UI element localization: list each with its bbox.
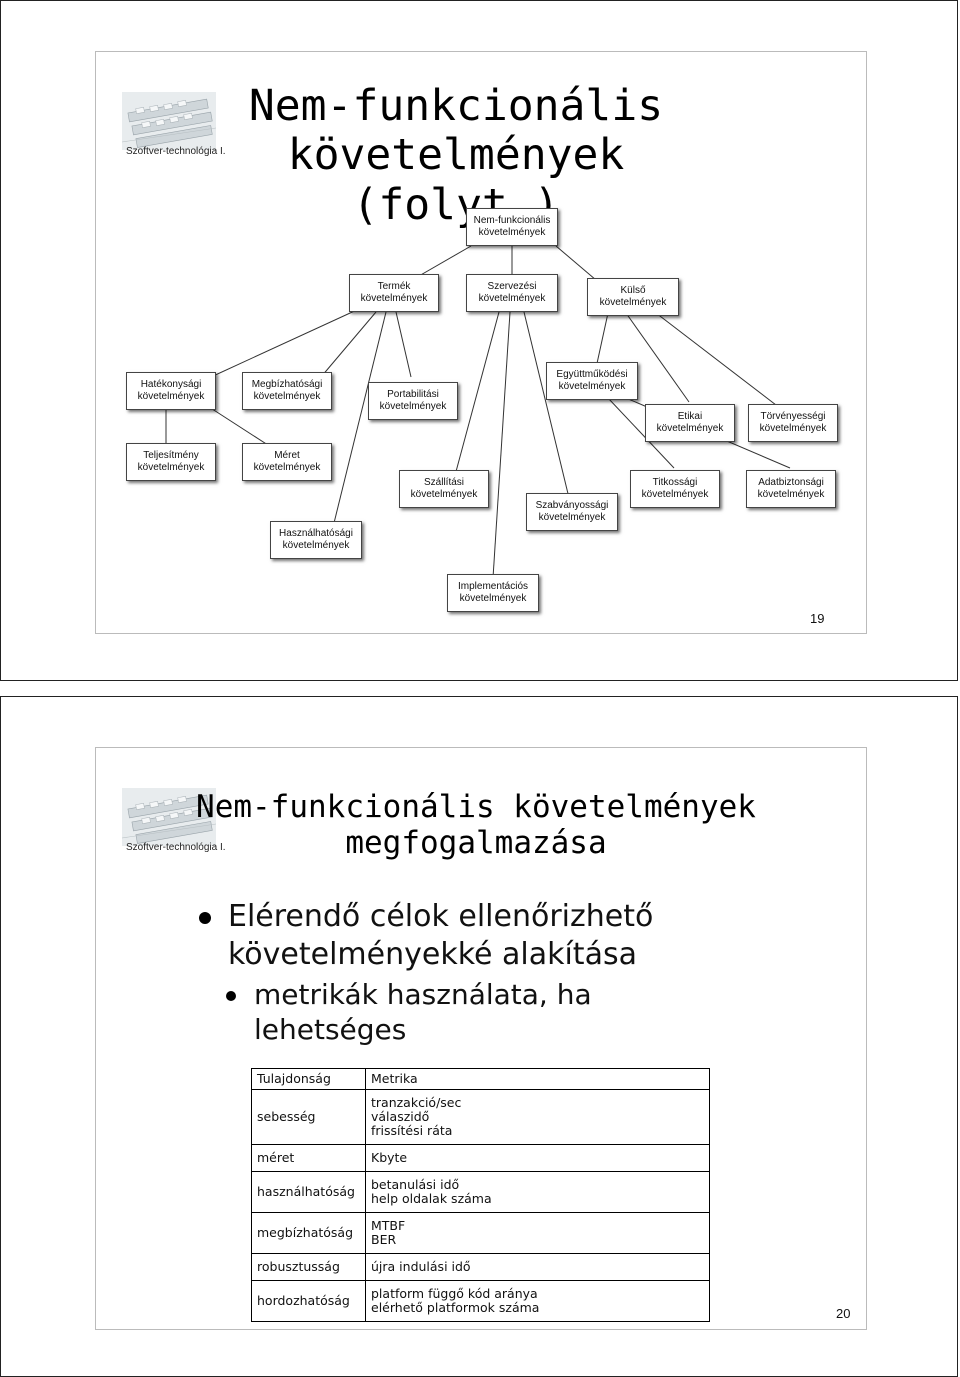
metric-line: help oldalak száma xyxy=(371,1192,704,1206)
header-cell: Metrika xyxy=(366,1069,710,1090)
metric-line: frissítési ráta xyxy=(371,1124,704,1138)
metric-cell: újra indulási idő xyxy=(366,1254,710,1281)
property-cell: robusztusság xyxy=(252,1254,366,1281)
metric-line: Kbyte xyxy=(371,1151,704,1165)
bullet-dot-icon xyxy=(199,912,211,924)
metric-line: újra indulási idő xyxy=(371,1260,704,1274)
slide-title-line-2: megfogalmazása xyxy=(196,826,756,862)
metric-line: platform függő kód aránya xyxy=(371,1287,704,1301)
property-cell: méret xyxy=(252,1145,366,1172)
bullet-1: Elérendő célok ellenőrizhető követelmény… xyxy=(228,898,653,973)
metric-line: BER xyxy=(371,1233,704,1247)
header-cell: Tulajdonság xyxy=(252,1069,366,1090)
tree-connectors xyxy=(96,52,868,635)
slide-title: Nem-funkcionális követelmények megfogalm… xyxy=(196,790,756,861)
table-row: robusztusság újra indulási idő xyxy=(252,1254,710,1281)
metric-line: MTBF xyxy=(371,1219,704,1233)
property-cell: hordozhatóság xyxy=(252,1281,366,1322)
metric-line: elérhető platformok száma xyxy=(371,1301,704,1315)
property-cell: használhatóság xyxy=(252,1172,366,1213)
sub-bullet-dot-icon xyxy=(226,991,236,1001)
metric-line: betanulási idő xyxy=(371,1178,704,1192)
metric-line: válaszidő xyxy=(371,1110,704,1124)
table-row: méret Kbyte xyxy=(252,1145,710,1172)
document-page-2: Szoftver-technológia I. Nem-funkcionális… xyxy=(0,696,958,1377)
metric-line: tranzakció/sec xyxy=(371,1096,704,1110)
slide-number: 19 xyxy=(810,611,824,626)
document-page-1: Szoftver-technológia I. Nem-funkcionális… xyxy=(0,0,958,681)
metric-cell: Kbyte xyxy=(366,1145,710,1172)
slide-number: 20 xyxy=(836,1306,850,1321)
bullet-2: metrikák használata, ha lehetséges xyxy=(254,977,592,1047)
property-cell: sebesség xyxy=(252,1090,366,1145)
slide-19: Szoftver-technológia I. Nem-funkcionális… xyxy=(95,51,867,634)
slide-title-line-1: Nem-funkcionális követelmények xyxy=(196,790,756,826)
property-cell: megbízhatóság xyxy=(252,1213,366,1254)
slide-20: Szoftver-technológia I. Nem-funkcionális… xyxy=(95,747,867,1330)
